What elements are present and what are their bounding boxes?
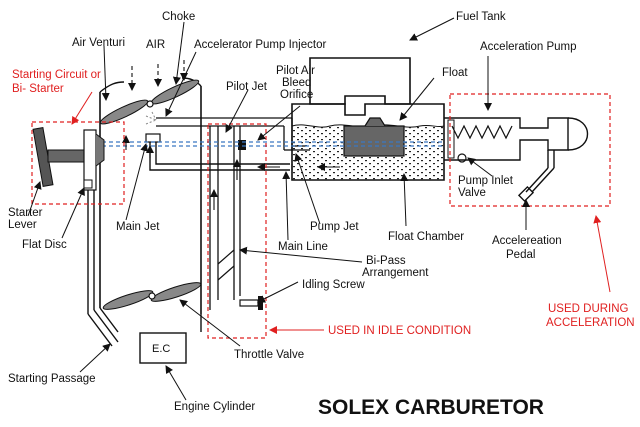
label-pump-inlet-valve-line1: Pump Inlet [458,175,514,187]
label-bipass-line1: Bi-Pass [366,255,406,267]
label-pilot-jet: Pilot Jet [226,81,268,93]
engine-cylinder [139,332,187,364]
pump-injector-line [102,141,444,147]
acceleration-pump [444,117,589,193]
label-choke: Choke [162,11,195,23]
label-main-line: Main Line [278,241,328,253]
float [343,117,405,157]
flat-disc [83,129,105,191]
choke-valve [146,79,200,108]
label-air: AIR [146,39,165,51]
flow-arrows [122,60,340,210]
pilot-air-bleed-orifice [238,140,246,150]
label-flat-disc: Flat Disc [22,239,67,251]
acceleration-pedal [517,185,535,203]
starting-passage [87,190,119,347]
label-pump-inlet-valve-line2: Valve [458,187,486,199]
label-acceleration-pedal-line1: Accelereation [492,235,562,247]
label-pump-jet: Pump Jet [310,221,359,233]
label-bipass-line2: Arrangement [362,267,429,279]
label-pilot-air-line2: Bleed [282,77,311,89]
label-ec: E.C [152,343,170,355]
label-used-during-line2: ACCELERATION [546,317,635,329]
label-pilot-air-line1: Pilot Air [276,65,315,77]
fuel-spray [145,111,157,125]
label-main-jet: Main Jet [116,221,160,233]
label-accelerator-pump-injector: Accelerator Pump Injector [194,39,326,51]
label-acceleration-pump: Acceleration Pump [480,41,577,53]
label-throttle-valve: Throttle Valve [234,349,304,361]
label-acceleration-pedal-line2: Pedal [506,249,535,261]
main-line [149,140,293,171]
label-idling-screw: Idling Screw [302,279,365,291]
main-jet [145,133,161,143]
main-barrel [99,77,202,333]
acceleration-box [449,93,611,207]
label-starting-circuit-line2: Bi- Starter [12,83,64,95]
label-starting-passage: Starting Passage [8,373,96,385]
label-used-during-line1: USED DURING [548,303,629,315]
label-pilot-air-line3: Orifice [280,89,313,101]
throttle-valve [102,282,202,310]
red-leader-lines [71,91,611,334]
label-starter-lever-line1: Starter [8,207,43,219]
leader-lines [27,17,530,401]
diagram-title: SOLEX CARBURETOR [318,396,544,419]
idling-screw [239,296,263,310]
air-venturi [99,99,149,125]
label-engine-cylinder: Engine Cylinder [174,401,255,413]
label-used-in-idle: USED IN IDLE CONDITION [328,325,471,337]
label-float: Float [442,67,468,79]
label-float-chamber: Float Chamber [388,231,464,243]
label-fuel-tank: Fuel Tank [456,11,506,23]
idle-condition-box [207,123,267,339]
pump-inlet-valve [457,153,467,163]
label-starter-lever-line2: Lever [8,219,37,231]
fuel-tank [309,57,411,116]
label-starting-circuit-line1: Starting Circuit or [12,69,101,81]
starter-lever [32,126,85,188]
label-air-venturi: Air Venturi [72,37,125,49]
pilot-circuit [156,117,293,310]
